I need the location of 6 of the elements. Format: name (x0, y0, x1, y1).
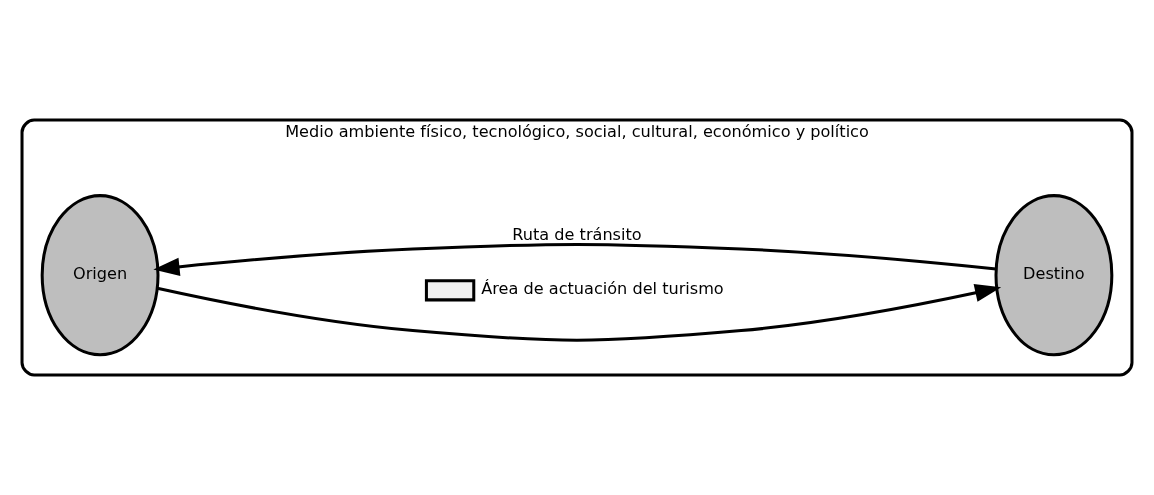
node-ellipse: Destino (994, 194, 1114, 357)
node-ellipse: Origen (40, 194, 160, 357)
arrow (153, 242, 997, 276)
arrow (156, 283, 1002, 342)
legend-label: Área de actuación del turismo (481, 279, 724, 299)
edge-label: Ruta de tránsito (512, 224, 642, 244)
